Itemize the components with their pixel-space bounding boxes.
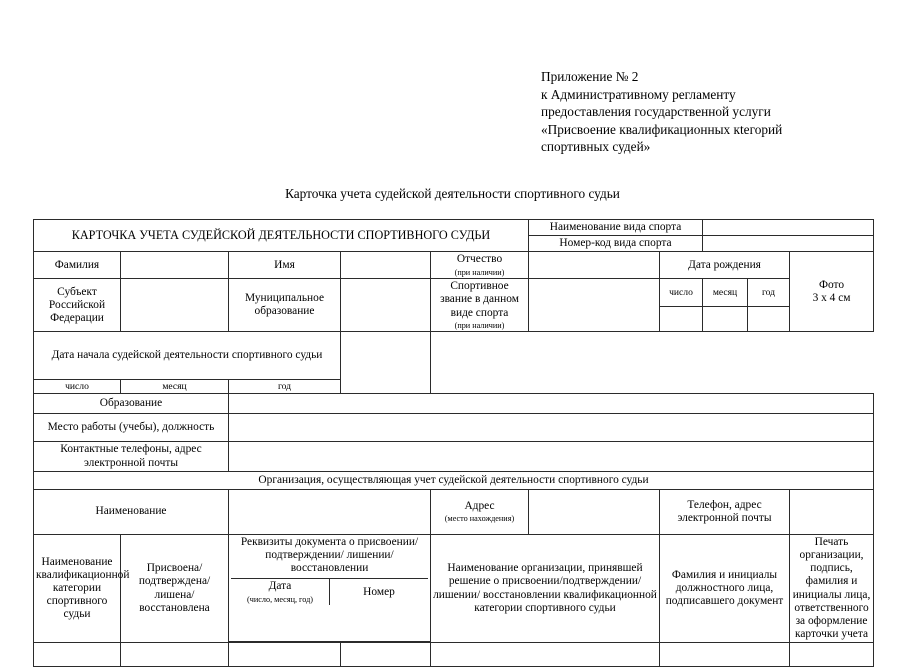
requisites-header-cell: Реквизиты документа о присвоении/подтвер… bbox=[228, 533, 431, 642]
sport-rank-note-text: (при наличии) bbox=[454, 320, 505, 330]
patronymic-label-cell: Отчество (при наличии) bbox=[430, 251, 529, 280]
sport-code-label-cell: Номер-код вида спорта bbox=[528, 235, 703, 253]
subject-label-cell: Субъект Российской Федерации bbox=[33, 278, 121, 333]
surname-value-cell[interactable] bbox=[120, 251, 229, 280]
sport-rank-label-cell: Спортивное звание в данном виде спорта (… bbox=[430, 278, 529, 333]
requisites-header-text: Реквизиты документа о присвоении/подтвер… bbox=[240, 535, 419, 575]
requisites-date-header-cell: Дата (число, месяц, год) bbox=[231, 578, 330, 606]
card-title-cell: КАРТОЧКА УЧЕТА СУДЕЙСКОЙ ДЕЯТЕЛЬНОСТИ СП… bbox=[33, 218, 529, 253]
table-row-birth-date-subheaders: Субъект Российской Федерации Муниципальн… bbox=[33, 278, 874, 333]
sport-rank-value-cell[interactable] bbox=[528, 278, 660, 333]
address-label-text: Адрес bbox=[464, 499, 495, 512]
subject-label-text: Субъект Российской Федерации bbox=[48, 285, 106, 324]
org-name-label-cell: Наименование bbox=[33, 488, 229, 535]
table-row-organization-banner: Организация, осуществляющая учет судейск… bbox=[32, 470, 875, 490]
table-row-education: Образование bbox=[33, 393, 875, 415]
contacts-label-cell: Контактные телефоны, адрес электронной п… bbox=[33, 441, 229, 472]
appendix-reference-block: Приложение № 2 к Административному регла… bbox=[541, 68, 891, 156]
appendix-line-1: Приложение № 2 bbox=[541, 69, 639, 84]
contacts-value-cell[interactable] bbox=[227, 441, 875, 472]
birth-month-label-cell: месяц bbox=[702, 278, 748, 307]
photo-size-text: 3 х 4 см bbox=[812, 291, 851, 304]
sport-name-label-cell: Наименование вида спорта bbox=[528, 218, 703, 237]
table-row-category-headers: Наименование квалификационной категории … bbox=[33, 533, 875, 644]
sport-name-value-cell[interactable] bbox=[701, 218, 875, 237]
start-month-label-cell: месяц bbox=[120, 379, 229, 395]
category-name-value-cell[interactable] bbox=[33, 642, 121, 667]
appendix-line-2: к Административному регламенту bbox=[541, 86, 736, 102]
phone-label-cell: Телефон, адрес электронной почты bbox=[659, 488, 790, 535]
education-value-cell[interactable] bbox=[227, 393, 875, 415]
birth-day-label-cell: число bbox=[659, 278, 703, 307]
patronymic-value-cell[interactable] bbox=[528, 251, 660, 280]
start-year-label-cell: год bbox=[228, 379, 341, 395]
workplace-value-cell[interactable] bbox=[227, 413, 875, 443]
sport-code-value-cell[interactable] bbox=[701, 235, 875, 253]
deciding-org-header-cell: Наименование организации, принявшей реше… bbox=[430, 533, 660, 644]
table-row-start-date-label: Дата начала судейской деятельности спорт… bbox=[33, 331, 874, 395]
address-label-cell: Адрес (место нахождения) bbox=[430, 488, 529, 535]
seal-value-cell[interactable] bbox=[788, 642, 875, 667]
official-value-cell[interactable] bbox=[659, 642, 790, 667]
birth-year-label-cell: год bbox=[747, 278, 790, 307]
table-row-birth-date-values bbox=[34, 305, 874, 333]
surname-label-cell: Фамилия bbox=[33, 251, 121, 280]
birth-year-value-cell[interactable] bbox=[747, 305, 790, 333]
table-row-organization-details: Наименование Адрес (место нахождения) Те… bbox=[33, 488, 875, 535]
seal-header-cell: Печать организации, подпись, фамилия и и… bbox=[788, 533, 875, 644]
firstname-label-cell: Имя bbox=[228, 251, 341, 280]
photo-label-text: Фото bbox=[818, 278, 845, 291]
municipality-label-cell: Муниципальное образование bbox=[228, 278, 341, 333]
municipality-value-cell[interactable] bbox=[340, 278, 431, 333]
table-row bbox=[33, 642, 875, 667]
document-page: Приложение № 2 к Административному регла… bbox=[32, 68, 891, 667]
address-value-cell[interactable] bbox=[528, 488, 660, 535]
patronymic-note-text: (при наличии) bbox=[454, 267, 505, 277]
requisites-number-value-cell[interactable] bbox=[340, 642, 431, 667]
firstname-value-cell[interactable] bbox=[340, 251, 431, 280]
sport-rank-label-text: Спортивное звание в данном виде спорта bbox=[440, 280, 519, 319]
phone-value-cell[interactable] bbox=[788, 488, 875, 535]
org-name-value-cell[interactable] bbox=[228, 488, 431, 535]
appendix-line-5: спортивных судей» bbox=[541, 139, 651, 154]
start-day-label-cell: число bbox=[33, 379, 121, 395]
table-row-contacts: Контактные телефоны, адрес электронной п… bbox=[33, 441, 875, 472]
status-value-cell[interactable] bbox=[120, 642, 229, 667]
official-header-cell: Фамилия и инициалы должностного лица, по… bbox=[659, 533, 790, 644]
requisites-date-value-cell[interactable] bbox=[228, 642, 341, 667]
start-date-label-cell: Дата начала судейской деятельности спорт… bbox=[33, 331, 341, 381]
birth-date-label-cell: Дата рождения bbox=[659, 251, 790, 280]
status-header-cell: Присвоена/ подтверждена/ лишена/ восстан… bbox=[120, 533, 229, 644]
start-date-photo-filler-cell bbox=[340, 331, 431, 395]
organization-banner-cell: Организация, осуществляющая учет судейск… bbox=[32, 470, 875, 490]
address-note-text: (место нахождения) bbox=[444, 514, 515, 524]
table-row-start-date-subheaders: число месяц год bbox=[33, 379, 874, 395]
requisites-number-header-cell: Номер bbox=[329, 578, 428, 606]
birth-day-value-cell[interactable] bbox=[659, 305, 703, 333]
subject-value-cell[interactable] bbox=[120, 278, 229, 333]
birth-month-value-cell[interactable] bbox=[702, 305, 748, 333]
table-row-names: Фамилия Имя Отчество (при наличии) Дата … bbox=[33, 251, 875, 333]
education-label-cell: Образование bbox=[33, 393, 229, 415]
table-row-sport-code: Номер-код вида спорта bbox=[34, 235, 875, 253]
requisites-date-note-text: (число, месяц, год) bbox=[247, 594, 313, 604]
appendix-line-4: «Присвоение квалификационных кtегорий bbox=[541, 121, 783, 137]
requisites-subheader-table: Дата (число, месяц, год) Номер bbox=[231, 578, 428, 606]
photo-placeholder-cell: Фото 3 х 4 см bbox=[788, 251, 875, 333]
judge-record-card-table: КАРТОЧКА УЧЕТА СУДЕЙСКОЙ ДЕЯТЕЛЬНОСТИ СП… bbox=[32, 218, 875, 667]
table-row-workplace: Место работы (учебы), должность bbox=[33, 413, 875, 443]
deciding-org-value-cell[interactable] bbox=[430, 642, 660, 667]
page-title: Карточка учета судейской деятельности сп… bbox=[285, 186, 620, 201]
category-name-header-cell: Наименование квалификационной категории … bbox=[33, 533, 129, 644]
requisites-date-header-text: Дата bbox=[268, 580, 292, 593]
patronymic-label-text: Отчество bbox=[456, 253, 503, 266]
workplace-label-cell: Место работы (учебы), должность bbox=[33, 413, 229, 443]
appendix-line-3: предоставления государственной услуги bbox=[541, 104, 771, 119]
table-row-card-title: КАРТОЧКА УЧЕТА СУДЕЙСКОЙ ДЕЯТЕЛЬНОСТИ СП… bbox=[33, 218, 875, 253]
